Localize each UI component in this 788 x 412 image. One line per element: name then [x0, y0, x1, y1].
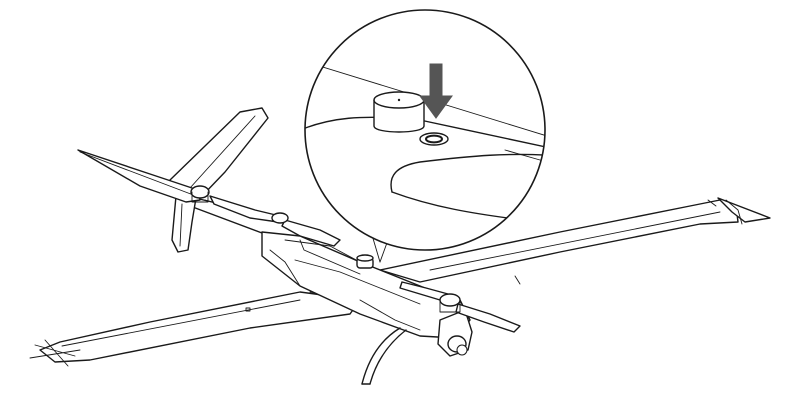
top-button [356, 254, 374, 269]
left-wing [29, 291, 361, 367]
magnified-callout [304, 9, 546, 251]
tail-fin [169, 107, 269, 197]
fuselage [261, 231, 473, 357]
rear-propeller-blade-lower [171, 195, 197, 253]
rear-propeller-blade-long [77, 149, 201, 203]
right-wing [379, 197, 771, 285]
rear-motor [190, 185, 210, 203]
landing-gear [361, 327, 407, 385]
press-indicator-ring [419, 132, 449, 146]
boom-propeller [209, 195, 341, 247]
front-propeller [399, 281, 521, 333]
magnified-button [373, 91, 425, 133]
press-arrow-icon [419, 63, 453, 119]
